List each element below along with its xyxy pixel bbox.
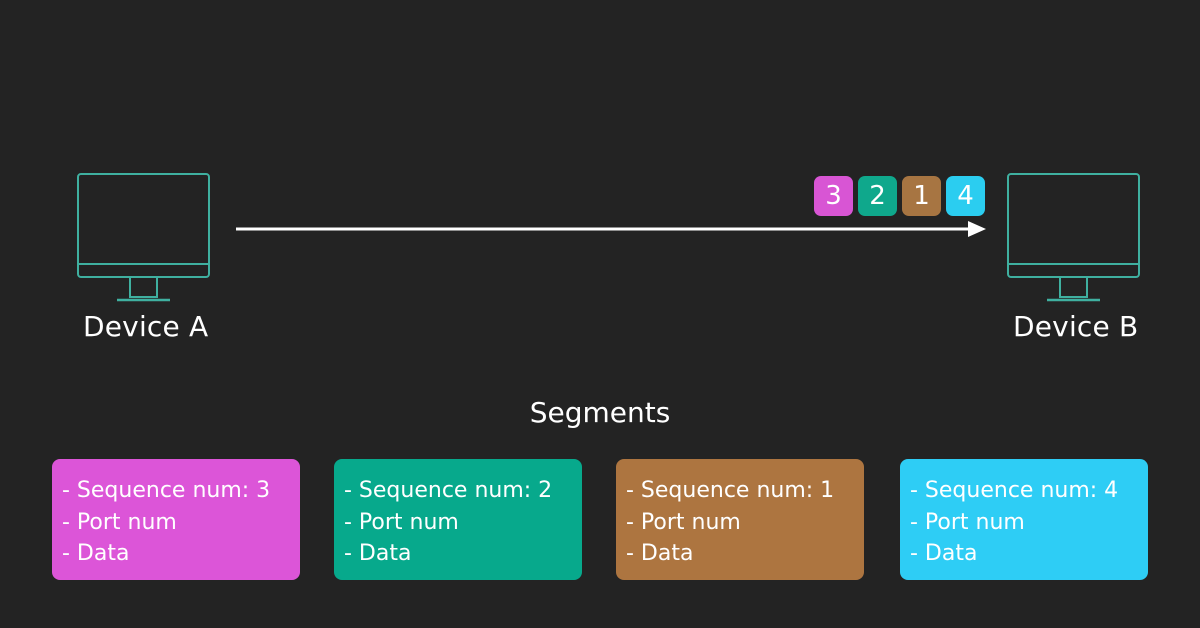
segment-list: - Sequence num: 3 - Port num - Data - Se… bbox=[52, 459, 1148, 580]
device-b-monitor-icon bbox=[1007, 173, 1141, 303]
device-b-label: Device B bbox=[1013, 310, 1139, 343]
segment-data-line: - Data bbox=[910, 541, 978, 566]
segment-port-line: - Port num bbox=[62, 509, 177, 535]
segment-card: - Sequence num: 1 - Port num - Data bbox=[616, 459, 864, 580]
packet-badge: 2 bbox=[858, 176, 897, 216]
packet-badge: 1 bbox=[902, 176, 941, 216]
packet-badge: 4 bbox=[946, 176, 985, 216]
segment-card: - Sequence num: 2 - Port num - Data bbox=[334, 459, 582, 580]
packet-queue: 3 2 1 4 bbox=[814, 176, 985, 216]
segment-sequence-line: - Sequence num: 1 bbox=[626, 478, 835, 503]
arrow-head bbox=[968, 221, 986, 237]
segment-data-line: - Data bbox=[626, 541, 694, 566]
segment-port-line: - Port num bbox=[910, 509, 1025, 535]
segment-data-line: - Data bbox=[62, 541, 130, 566]
segment-data-line: - Data bbox=[344, 541, 412, 566]
segment-card: - Sequence num: 4 - Port num - Data bbox=[900, 459, 1148, 580]
segment-port-line: - Port num bbox=[344, 509, 459, 535]
packet-number: 3 bbox=[825, 181, 842, 211]
packet-number: 1 bbox=[913, 181, 930, 211]
device-a-monitor-icon bbox=[77, 173, 211, 303]
device-a-label: Device A bbox=[83, 310, 209, 343]
packet-badge: 3 bbox=[814, 176, 853, 216]
segment-sequence-line: - Sequence num: 4 bbox=[910, 478, 1119, 503]
packet-number: 2 bbox=[869, 181, 886, 211]
transfer-arrow bbox=[236, 219, 988, 243]
segment-sequence-line: - Sequence num: 2 bbox=[344, 478, 553, 503]
segment-sequence-line: - Sequence num: 3 bbox=[62, 478, 271, 503]
segments-title: Segments bbox=[529, 396, 671, 429]
segment-card: - Sequence num: 3 - Port num - Data bbox=[52, 459, 300, 580]
packet-number: 4 bbox=[957, 181, 974, 211]
segment-port-line: - Port num bbox=[626, 509, 741, 535]
